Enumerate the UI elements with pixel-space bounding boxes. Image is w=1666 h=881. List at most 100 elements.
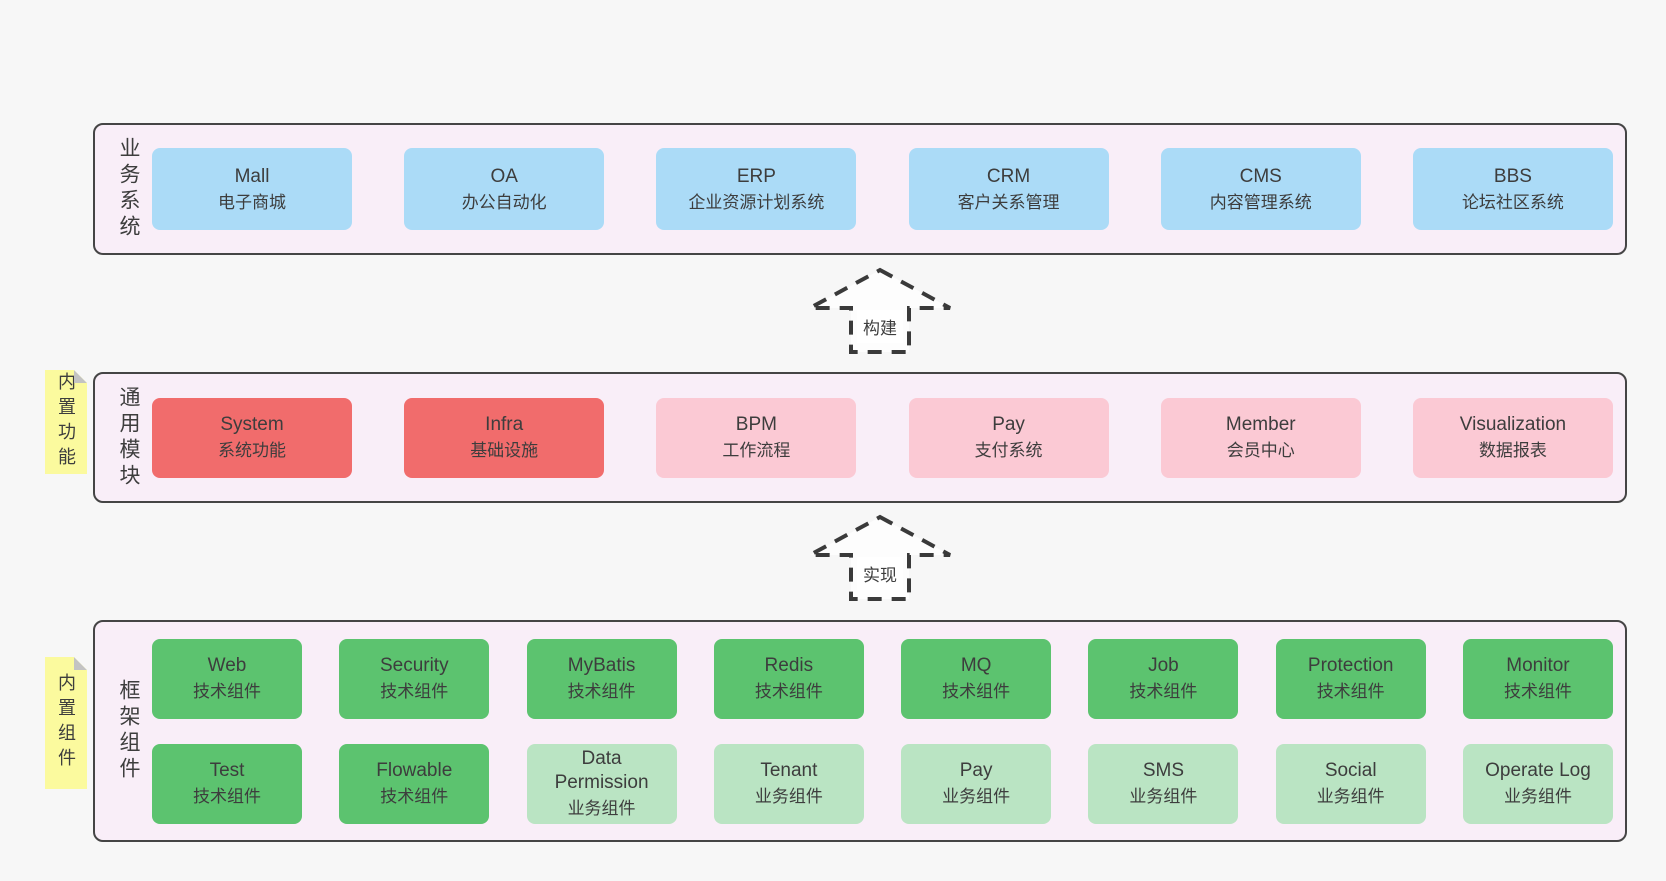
- box-title: OA: [490, 165, 518, 187]
- section-business-systems: 业务系统 Mall 电子商城 OA 办公自动化 ERP 企业资源计划系统 CRM 客户关系管理…: [93, 123, 1627, 255]
- box-oa: OA 办公自动化: [404, 148, 605, 230]
- box-title: SMS: [1142, 760, 1184, 781]
- box-title: MQ: [960, 655, 992, 676]
- box-data-permission: Data Permission 业务组件: [526, 743, 677, 824]
- box-subtitle: 支付系统: [974, 441, 1043, 460]
- box-sms: SMS 业务组件: [1088, 743, 1239, 824]
- box-bbs: BBS 论坛社区系统: [1412, 148, 1613, 230]
- box-title: Protection: [1307, 655, 1394, 676]
- box-visualization: Visualization 数据报表: [1412, 397, 1613, 478]
- box-mq: MQ 技术组件: [901, 638, 1052, 719]
- box-title: Mall: [234, 165, 270, 187]
- box-subtitle: 企业资源计划系统: [688, 192, 825, 212]
- box-bpm: BPM 工作流程: [656, 397, 857, 478]
- box-title: BBS: [1493, 165, 1532, 187]
- box-tenant: Tenant 业务组件: [713, 743, 864, 824]
- box-subtitle: 数据报表: [1478, 441, 1547, 460]
- box-subtitle: 内容管理系统: [1209, 192, 1312, 212]
- build-arrow-label: 构建: [857, 310, 903, 343]
- implement-arrow: 实现: [805, 513, 955, 603]
- box-title: Test: [209, 760, 245, 781]
- sticky-note-built-in-components: 内置组件: [45, 657, 87, 789]
- box-title: Web: [207, 655, 247, 676]
- box-title: Redis: [764, 655, 814, 676]
- box-subtitle: 技术组件: [193, 787, 261, 806]
- box-title: Pay: [959, 760, 993, 781]
- box-title: System: [220, 414, 284, 435]
- box-job: Job 技术组件: [1088, 638, 1239, 719]
- sticky-note-label: 内置组件: [56, 673, 76, 773]
- box-title: Pay: [992, 414, 1025, 435]
- box-protection: Protection 技术组件: [1275, 638, 1426, 719]
- box-subtitle: 技术组件: [942, 682, 1011, 701]
- box-redis: Redis 技术组件: [713, 638, 864, 719]
- box-subtitle: 会员中心: [1226, 441, 1295, 460]
- box-subtitle: 基础设施: [470, 441, 539, 460]
- box-subtitle: 技术组件: [193, 682, 261, 701]
- box-subtitle: 技术组件: [1503, 682, 1572, 701]
- box-subtitle: 业务组件: [1503, 787, 1572, 806]
- box-pay: Pay 业务组件: [901, 743, 1052, 824]
- box-title: Monitor: [1506, 655, 1570, 676]
- section-label-business-systems: 业务系统: [117, 137, 140, 241]
- box-mall: Mall 电子商城: [152, 148, 352, 230]
- box-test: Test 技术组件: [152, 743, 302, 824]
- box-system: System 系统功能: [152, 397, 352, 478]
- section-label-framework-components: 框架组件: [117, 679, 140, 783]
- box-subtitle: 技术组件: [754, 682, 823, 701]
- box-subtitle: 技术组件: [380, 787, 449, 806]
- box-title: Visualization: [1459, 414, 1567, 435]
- box-subtitle: 技术组件: [567, 682, 636, 701]
- sticky-fold-icon: [74, 370, 87, 383]
- box-mybatis: MyBatis 技术组件: [526, 638, 677, 719]
- box-title: ERP: [736, 165, 776, 187]
- box-web: Web 技术组件: [152, 638, 302, 719]
- box-monitor: Monitor 技术组件: [1462, 638, 1613, 719]
- sticky-fold-icon: [74, 657, 87, 670]
- box-subtitle: 技术组件: [1316, 682, 1385, 701]
- box-member: Member 会员中心: [1160, 397, 1361, 478]
- box-title: BPM: [735, 414, 777, 435]
- box-title: Job: [1148, 655, 1179, 676]
- box-title: Social: [1324, 760, 1377, 781]
- box-erp: ERP 企业资源计划系统: [656, 148, 857, 230]
- box-subtitle: 技术组件: [1129, 682, 1198, 701]
- implement-arrow-label: 实现: [857, 557, 903, 590]
- box-subtitle: 系统功能: [218, 441, 286, 460]
- box-subtitle: 办公自动化: [461, 192, 547, 212]
- box-subtitle: 业务组件: [1129, 787, 1198, 806]
- box-title: MyBatis: [567, 655, 636, 676]
- box-subtitle: 客户关系管理: [957, 192, 1060, 212]
- box-title: Tenant: [760, 760, 818, 781]
- box-crm: CRM 客户关系管理: [908, 148, 1109, 230]
- box-subtitle: 业务组件: [942, 787, 1011, 806]
- box-title: CRM: [986, 165, 1031, 187]
- box-subtitle: 工作流程: [722, 441, 791, 460]
- box-subtitle: 电子商城: [218, 192, 286, 212]
- box-title: Data Permission: [554, 748, 649, 793]
- box-subtitle: 技术组件: [380, 682, 449, 701]
- sticky-note-label: 内置功能: [56, 372, 76, 472]
- build-arrow: 构建: [805, 266, 955, 356]
- box-title: Member: [1225, 414, 1296, 435]
- sticky-note-built-in-features: 内置功能: [45, 370, 87, 474]
- box-subtitle: 论坛社区系统: [1461, 192, 1564, 212]
- box-pay: Pay 支付系统: [908, 397, 1109, 478]
- box-subtitle: 业务组件: [754, 787, 823, 806]
- box-subtitle: 业务组件: [567, 799, 636, 818]
